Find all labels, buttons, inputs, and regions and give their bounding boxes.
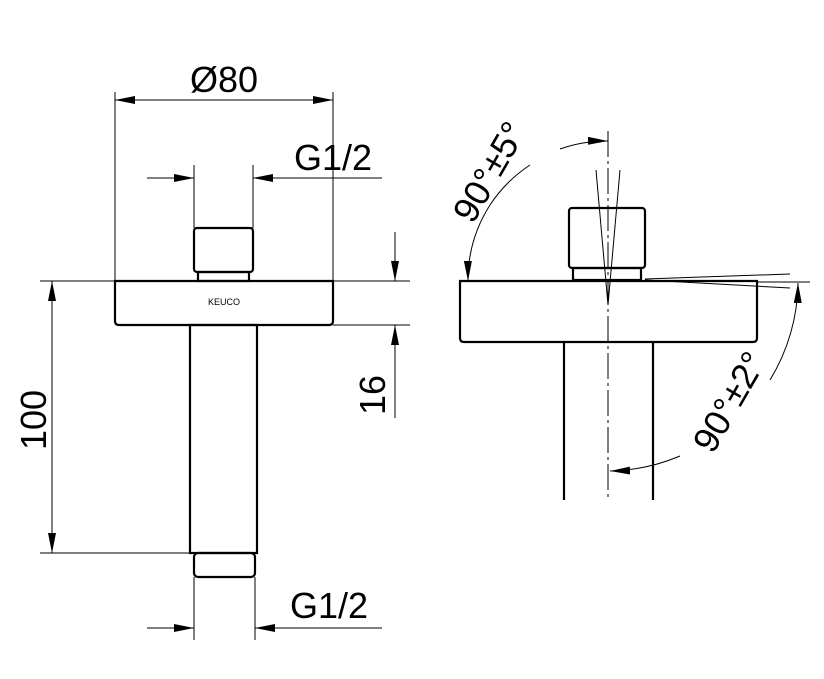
bottom-thread-dimension: G1/2 <box>290 585 368 626</box>
pipe <box>188 323 259 555</box>
side-nipple <box>567 206 647 270</box>
top-nipple <box>192 226 255 274</box>
side-nipple-band <box>571 266 643 282</box>
total-height-dimension: 100 <box>13 390 54 450</box>
flange <box>113 279 335 327</box>
top-nipple-band <box>196 270 251 283</box>
side-angle-dimension: 90°±2° <box>684 344 774 459</box>
diameter-dimension: Ø80 <box>190 59 258 100</box>
front-view: KEUCO Ø80 G1/2 16 100 G1/2 <box>13 59 410 640</box>
side-flange <box>458 279 759 344</box>
flange-height-dimension: 16 <box>352 375 393 415</box>
top-thread-dimension: G1/2 <box>294 137 372 178</box>
side-view: 90°±5° 90°±2° <box>444 114 810 500</box>
brand-logo: KEUCO <box>208 297 240 307</box>
bottom-nipple <box>192 551 257 579</box>
